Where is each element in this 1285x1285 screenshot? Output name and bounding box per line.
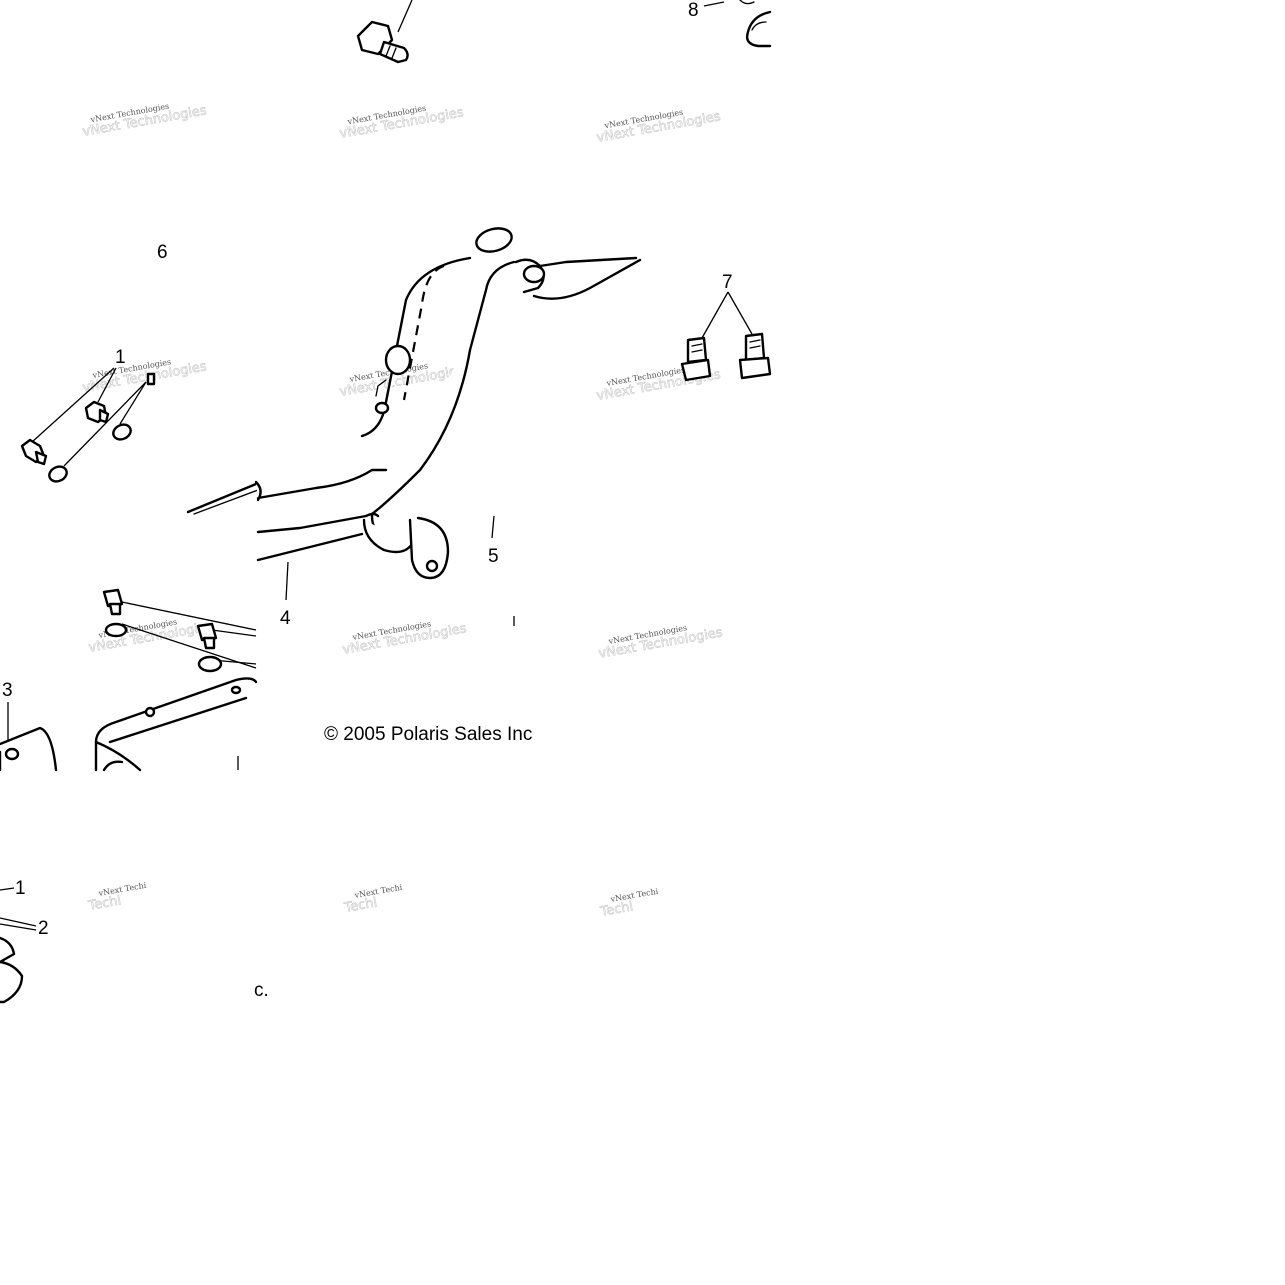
watermark: Techi vNext Techi [86, 881, 147, 915]
svg-text:Techi: Techi [86, 893, 122, 914]
watermark: vNext Technologies vNext Technologies [81, 357, 208, 396]
bolt-top [356, 0, 413, 64]
callout-2: 2 [38, 918, 49, 939]
copyright-text: © 2005 Polaris Sales Inc [324, 724, 532, 745]
callout-5: 5 [488, 546, 499, 567]
watermark: vNext Technologies vNext Technologies [338, 104, 465, 142]
bottom-fragment [0, 887, 37, 1004]
frame-tube [256, 227, 516, 516]
tube-bracket-3 [0, 702, 58, 772]
watermark: vNext Technologies vNext Technologies [341, 619, 468, 658]
watermark: Techi vNext Techi [342, 883, 403, 917]
svg-text:vNext Techi: vNext Techi [609, 887, 659, 904]
svg-text:Techi: Techi [598, 899, 634, 920]
callout-8: 8 [688, 0, 699, 21]
watermark: vNext Technologies vNext Technologies [597, 623, 724, 662]
watermark: vNext Technologies vNext Technologies [81, 102, 208, 140]
callout-4: 4 [280, 608, 291, 629]
watermark-row-1: vNext Technologies vNext Technologies vN… [81, 102, 722, 146]
watermark-row-3: vNext Technologies vNext Technologies vN… [87, 617, 724, 662]
callout-7: 7 [722, 272, 733, 293]
bolt-group-1 [20, 367, 156, 483]
bolt-group-lower [102, 588, 257, 673]
watermark-row-4: Techi vNext Techi Techi vNext Techi Tech… [86, 881, 659, 921]
copyright-fragment: c. [254, 980, 269, 1001]
watermark: Techi vNext Techi [598, 887, 659, 921]
callout-1: 1 [115, 347, 126, 368]
rod-left [186, 480, 262, 515]
svg-text:Techi: Techi [342, 895, 378, 916]
clip-top-right [703, 0, 772, 48]
bracket-arm [514, 256, 642, 300]
callout-6: 6 [157, 242, 168, 263]
callout-3: 3 [2, 680, 13, 701]
frame-tube-lower [256, 512, 515, 626]
svg-text:vNext Techi: vNext Techi [97, 881, 147, 898]
bolt-group-7 [680, 291, 772, 382]
tube-cylinder [94, 677, 258, 772]
watermark: vNext Technologies vNext Technologies [595, 108, 722, 146]
callout-1-bottom: 1 [15, 878, 26, 899]
svg-text:vNext Techi: vNext Techi [353, 883, 403, 900]
